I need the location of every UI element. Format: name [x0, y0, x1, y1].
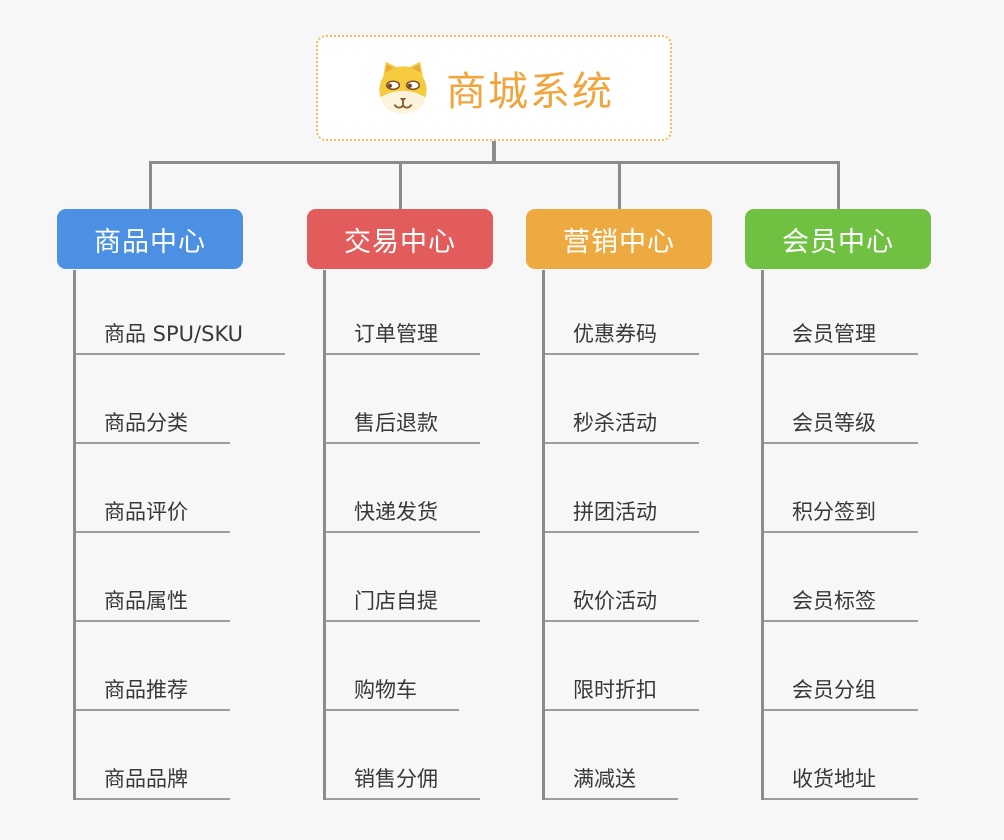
root-title: 商城系统 [446, 69, 614, 115]
connector-line [398, 161, 402, 209]
leaf-column-4: 会员管理会员等级积分签到会员标签会员分组收货地址 [761, 270, 918, 800]
root-node[interactable]: 商城系统 [316, 35, 672, 141]
connector-line [148, 161, 152, 209]
branch-node-4[interactable]: 会员中心 [745, 209, 931, 269]
leaf-node[interactable]: 会员等级 [764, 355, 918, 444]
branch-node-2[interactable]: 交易中心 [307, 209, 493, 269]
leaf-node[interactable]: 购物车 [326, 622, 459, 711]
leaf-node[interactable]: 会员管理 [764, 270, 918, 355]
leaf-node[interactable]: 销售分佣 [326, 711, 480, 800]
leaf-node[interactable]: 优惠券码 [545, 270, 699, 355]
leaf-node[interactable]: 商品 SPU/SKU [76, 270, 286, 355]
connector-line [617, 161, 621, 209]
dog-face-icon [379, 61, 427, 114]
leaf-node[interactable]: 秒杀活动 [545, 355, 699, 444]
leaf-node[interactable]: 商品评价 [76, 444, 230, 533]
branch-node-3[interactable]: 营销中心 [526, 209, 712, 269]
leaf-node[interactable]: 收货地址 [764, 711, 918, 800]
branch-node-1[interactable]: 商品中心 [57, 209, 243, 269]
leaf-node[interactable]: 商品推荐 [76, 622, 230, 711]
leaf-node[interactable]: 订单管理 [326, 270, 480, 355]
leaf-node[interactable]: 满减送 [545, 711, 678, 800]
leaf-node[interactable]: 会员标签 [764, 533, 918, 622]
leaf-column-3: 优惠券码秒杀活动拼团活动砍价活动限时折扣满减送 [542, 270, 699, 800]
connector-line [148, 161, 840, 164]
branch-label: 交易中心 [344, 226, 456, 258]
branch-label: 商品中心 [94, 226, 206, 258]
leaf-column-2: 订单管理售后退款快递发货门店自提购物车销售分佣 [323, 270, 480, 800]
branch-label: 营销中心 [563, 226, 675, 258]
leaf-node[interactable]: 门店自提 [326, 533, 480, 622]
leaf-node[interactable]: 售后退款 [326, 355, 480, 444]
leaf-node[interactable]: 商品品牌 [76, 711, 230, 800]
leaf-node[interactable]: 砍价活动 [545, 533, 699, 622]
branch-label: 会员中心 [782, 226, 894, 258]
leaf-node[interactable]: 商品属性 [76, 533, 230, 622]
leaf-node[interactable]: 积分签到 [764, 444, 918, 533]
connector-line [836, 161, 840, 209]
leaf-node[interactable]: 商品分类 [76, 355, 230, 444]
leaf-node[interactable]: 快递发货 [326, 444, 480, 533]
leaf-node[interactable]: 会员分组 [764, 622, 918, 711]
connector-line [492, 141, 496, 164]
leaf-node[interactable]: 限时折扣 [545, 622, 699, 711]
leaf-node[interactable]: 拼团活动 [545, 444, 699, 533]
